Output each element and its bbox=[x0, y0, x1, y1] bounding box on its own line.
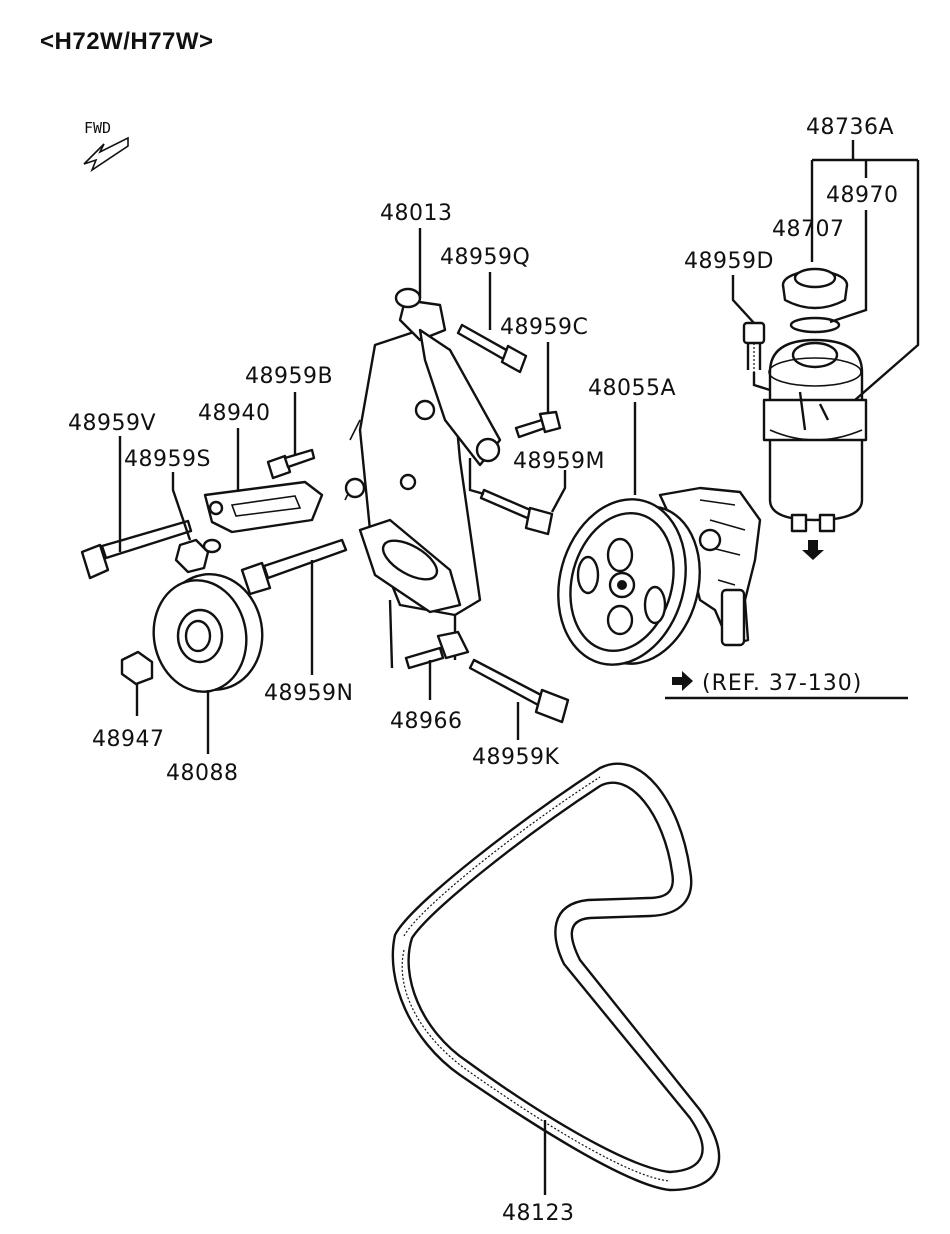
label-48970: 48970 bbox=[826, 183, 899, 208]
reservoir-tank bbox=[762, 338, 868, 533]
label-48959M: 48959M bbox=[513, 449, 605, 474]
nut-48947 bbox=[120, 650, 154, 686]
bolt-48959Q bbox=[456, 323, 528, 374]
bolt-48959N bbox=[240, 538, 348, 596]
label-48959Q: 48959Q bbox=[440, 245, 530, 270]
nut-48959S bbox=[174, 538, 222, 574]
label-48959B: 48959B bbox=[245, 364, 333, 389]
ref-note-text: (REF. 37-130) bbox=[702, 671, 862, 696]
label-48088: 48088 bbox=[166, 761, 239, 786]
label-48940: 48940 bbox=[198, 401, 271, 426]
reservoir-cap bbox=[781, 267, 849, 310]
pump-bracket bbox=[344, 287, 502, 669]
ref-note: (REF. 37-130) bbox=[665, 671, 908, 700]
arrow-right-icon bbox=[672, 671, 693, 691]
bracket-plate-48940 bbox=[203, 480, 324, 534]
bolt-48959C bbox=[514, 410, 562, 439]
label-48959V: 48959V bbox=[68, 411, 156, 436]
bolt-48959B bbox=[266, 448, 316, 480]
bolt-48959K bbox=[468, 658, 570, 724]
label-48966: 48966 bbox=[390, 709, 463, 734]
cap-gasket bbox=[789, 316, 841, 334]
bolt-48959V bbox=[80, 519, 193, 580]
label-48123: 48123 bbox=[502, 1201, 575, 1226]
leader-lines bbox=[118, 140, 920, 1195]
bolt-48966 bbox=[404, 630, 470, 670]
label-48736A: 48736A bbox=[806, 115, 894, 140]
idler-pulley-48088 bbox=[152, 573, 264, 693]
label-48013: 48013 bbox=[380, 201, 453, 226]
label-48959S: 48959S bbox=[124, 447, 211, 472]
fwd-indicator: FWD bbox=[83, 119, 129, 173]
model-header: <H72W/H77W> bbox=[40, 28, 214, 55]
label-48055A: 48055A bbox=[588, 376, 676, 401]
label-48959K: 48959K bbox=[472, 745, 559, 770]
label-48707: 48707 bbox=[772, 217, 845, 242]
drive-belt-48123 bbox=[391, 762, 721, 1192]
label-48947: 48947 bbox=[92, 727, 165, 752]
part-labels: 48736A 48970 48707 48959D 48013 48959Q 4… bbox=[68, 115, 899, 1226]
power-steering-pump bbox=[557, 486, 762, 666]
reservoir-assembly bbox=[742, 267, 868, 560]
arrow-down-icon bbox=[802, 540, 824, 560]
fwd-arrow-icon bbox=[83, 136, 129, 173]
label-48959N: 48959N bbox=[264, 681, 353, 706]
label-48959C: 48959C bbox=[500, 315, 588, 340]
reservoir-bolt bbox=[742, 321, 766, 372]
label-48959D: 48959D bbox=[684, 249, 774, 274]
fwd-label: FWD bbox=[84, 119, 111, 137]
bolt-48959M bbox=[479, 488, 554, 536]
